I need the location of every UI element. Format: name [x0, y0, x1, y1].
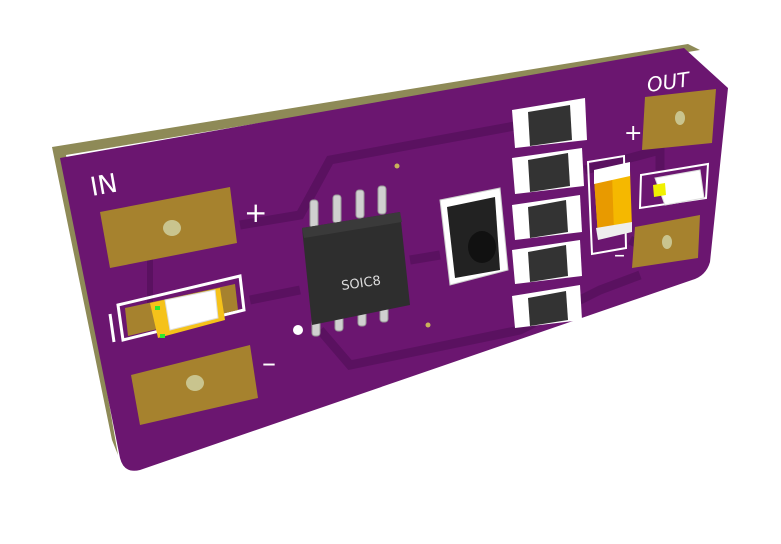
ic-label: SOIC8: [340, 274, 381, 294]
input-minus-label: –: [262, 346, 276, 379]
input-plus-label: +: [244, 196, 267, 229]
mounting-hole: [675, 111, 685, 125]
mounting-hole: [662, 235, 672, 249]
input-label: IN: [88, 169, 120, 203]
tantalum-capacitor: [586, 154, 632, 256]
output-minus-label: –: [614, 243, 625, 268]
soic8-chip: SOIC8: [293, 185, 410, 337]
traces: [147, 120, 665, 370]
resistor-array: [512, 98, 587, 328]
resistor: [512, 98, 587, 148]
output-minus-pad: [632, 215, 700, 268]
resistor: [512, 285, 582, 328]
input-minus-pad: [131, 345, 258, 425]
output-plus-pad: [642, 89, 716, 150]
output-plus-label: +: [624, 121, 642, 146]
pin1-marker: [293, 325, 303, 335]
mounting-hole: [163, 220, 181, 236]
input-plus-pad: [100, 187, 237, 268]
push-button[interactable]: [439, 187, 509, 286]
input-led: [108, 274, 246, 343]
resistor: [512, 240, 582, 284]
resistor: [512, 195, 582, 240]
vias: [394, 163, 431, 328]
resistor: [512, 148, 584, 194]
output-led: [638, 162, 710, 210]
mounting-hole: [186, 375, 204, 391]
